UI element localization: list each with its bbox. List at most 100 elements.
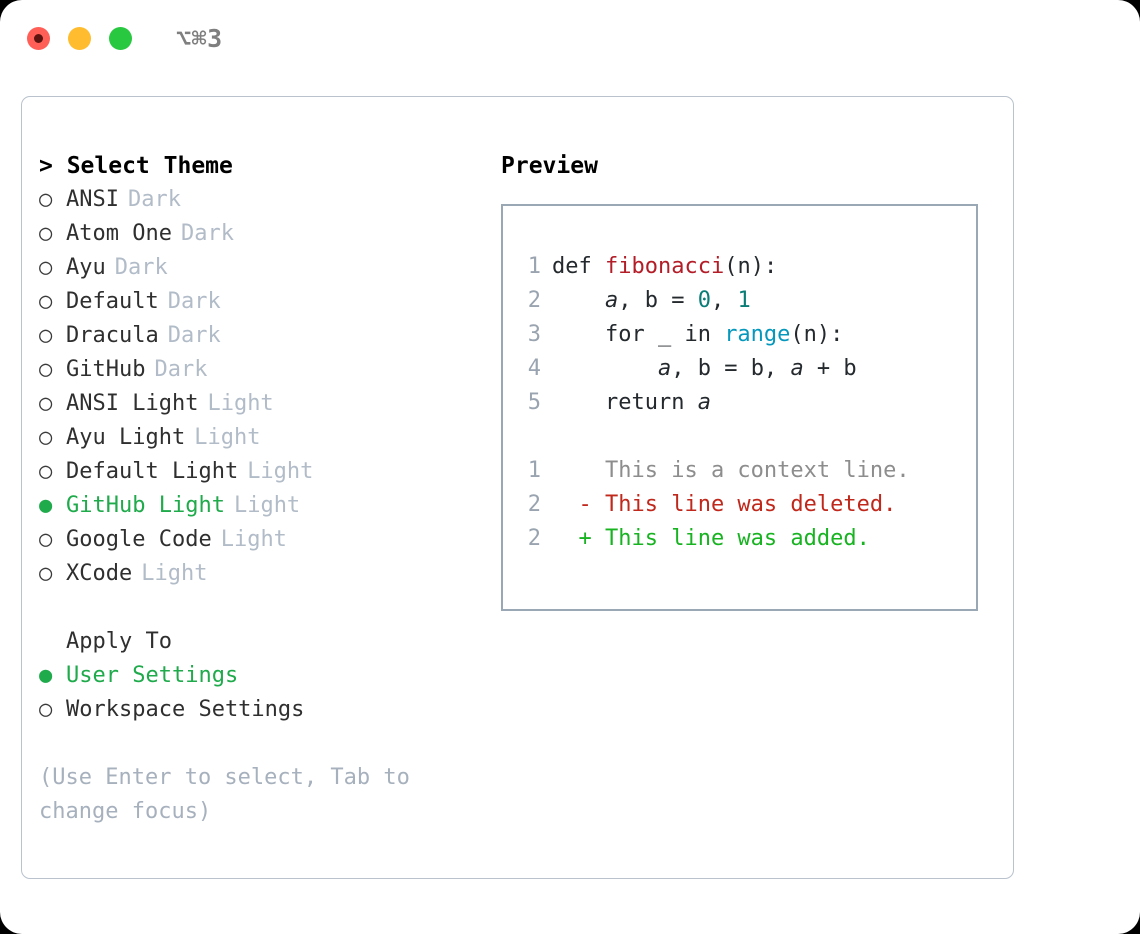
apply-to-option-label: Workspace Settings xyxy=(66,697,305,722)
theme-option[interactable]: ● GitHub Light Light xyxy=(39,489,489,523)
code-line-number: 3 xyxy=(527,322,541,347)
code-token: (n): xyxy=(724,254,778,279)
code-line-text: def fibonacci(n): xyxy=(552,250,777,284)
apply-to-header: Apply To xyxy=(66,629,172,654)
code-line-number: 4 xyxy=(527,356,541,381)
maximize-window-button[interactable] xyxy=(109,26,132,50)
radio-selected-icon: ● xyxy=(39,663,53,688)
title-bar: ⌥⌘3 xyxy=(0,0,1140,76)
radio-unselected-icon: ○ xyxy=(39,323,53,348)
code-token: + b xyxy=(803,356,857,381)
radio-unselected-icon: ○ xyxy=(39,357,53,382)
radio-unselected-icon: ○ xyxy=(39,289,53,314)
radio-unselected-icon: ○ xyxy=(39,459,53,484)
theme-option-label: Dracula xyxy=(66,323,159,348)
keyboard-hint-text: (Use Enter to select, Tab to change focu… xyxy=(39,765,410,824)
theme-option-label: ANSI xyxy=(66,187,119,212)
code-token: 1 xyxy=(737,288,751,313)
code-token: range xyxy=(724,322,791,347)
apply-to-option-label: User Settings xyxy=(66,663,239,688)
radio-unselected-icon: ○ xyxy=(39,425,53,450)
diff-sign: + xyxy=(552,526,605,551)
theme-option-label: Ayu Light xyxy=(66,425,186,450)
diff-sign: - xyxy=(552,492,605,517)
diff-line-text: This line was deleted. xyxy=(604,492,897,517)
code-token: , xyxy=(710,288,738,313)
code-token: fibonacci xyxy=(604,254,725,279)
theme-option-label: GitHub xyxy=(66,357,146,382)
radio-unselected-icon: ○ xyxy=(39,527,53,552)
radio-unselected-icon: ○ xyxy=(39,187,53,212)
theme-option-category: Light xyxy=(233,493,301,518)
diff-sign xyxy=(552,454,605,488)
diff-sample: 1 This is a context line. 2 - This line w… xyxy=(503,454,976,556)
window-controls xyxy=(27,26,132,50)
code-token: (n): xyxy=(790,322,844,347)
code-token: , b = b, xyxy=(671,356,791,381)
code-token: b xyxy=(644,288,658,313)
code-line-text: a, b = 0, 1 xyxy=(552,284,751,318)
theme-option-label: ANSI Light xyxy=(66,391,199,416)
code-line: 1 def fibonacci(n): xyxy=(503,250,976,284)
theme-option[interactable]: ○ GitHub Dark xyxy=(39,353,489,387)
code-token: 0 xyxy=(697,288,711,313)
theme-option-label: Default xyxy=(66,289,159,314)
code-token: a xyxy=(604,288,619,313)
code-line: 3 for _ in range(n): xyxy=(503,318,976,352)
theme-option-category: Dark xyxy=(154,357,208,382)
diff-line-text: This line was added. xyxy=(604,526,870,551)
theme-option-category: Dark xyxy=(114,255,168,280)
close-window-button[interactable] xyxy=(27,26,50,50)
code-line: 2 a, b = 0, 1 xyxy=(503,284,976,318)
diff-line-number: 1 xyxy=(527,458,541,483)
theme-option[interactable]: ○ ANSI Light Light xyxy=(39,387,489,421)
code-line-text: return a xyxy=(552,386,711,420)
theme-option-label: Default Light xyxy=(66,459,239,484)
apply-to-option[interactable]: ○Workspace Settings xyxy=(39,693,489,727)
code-line: 4 a, b = b, a + b xyxy=(503,352,976,386)
preview-title: Preview xyxy=(501,153,598,179)
code-line-number: 5 xyxy=(527,390,541,415)
diff-line-text: This is a context line. xyxy=(604,458,910,483)
keyboard-shortcut-label: ⌥⌘3 xyxy=(176,23,223,53)
radio-unselected-icon: ○ xyxy=(39,221,53,246)
theme-option-label: Atom One xyxy=(66,221,172,246)
theme-option-label: Google Code xyxy=(66,527,212,552)
code-token xyxy=(552,288,605,313)
apply-to-option[interactable]: ● User Settings xyxy=(39,659,489,693)
theme-option-category: Light xyxy=(207,391,274,416)
code-token: a xyxy=(657,356,672,381)
theme-option[interactable]: ○ Default Dark xyxy=(39,285,489,319)
code-token: return xyxy=(552,390,698,415)
diff-line-number: 2 xyxy=(527,492,541,517)
code-line-text: a, b = b, a + b xyxy=(552,352,857,386)
select-theme-header: > Select Theme xyxy=(39,153,233,179)
diff-line-number: 2 xyxy=(527,526,541,551)
diff-line: 2 + This line was added. xyxy=(503,522,976,556)
radio-selected-icon: ● xyxy=(39,493,53,518)
theme-option-label: GitHub Light xyxy=(66,493,225,518)
minimize-window-button[interactable] xyxy=(68,26,91,50)
theme-option-category: Dark xyxy=(167,289,221,314)
apply-to-list[interactable]: ● User Settings ○Workspace Settings xyxy=(39,659,489,727)
code-line-number: 1 xyxy=(527,254,541,279)
radio-unselected-icon: ○ xyxy=(39,391,53,416)
theme-option-category: Light xyxy=(141,561,208,586)
code-token: def xyxy=(552,254,605,279)
theme-option-label: Ayu xyxy=(66,255,106,280)
